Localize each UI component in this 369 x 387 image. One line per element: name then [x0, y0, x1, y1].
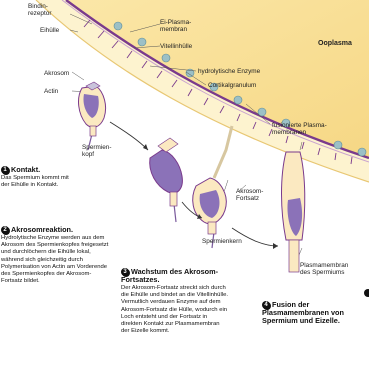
- label-hydrolytic-enzymes: hydrolytische Enzyme: [198, 68, 260, 75]
- label-acrosome: Akrosom: [44, 70, 69, 77]
- sperm-1: [79, 82, 106, 150]
- label-vitelline-envelope: Vitellinhülle: [160, 43, 192, 50]
- step-2-title: Akrosomreaktion.: [11, 225, 73, 234]
- transition-arrows: [110, 122, 278, 246]
- label-sperm-nucleus: Spermienkern: [202, 238, 242, 245]
- label-actin: Actin: [44, 88, 58, 95]
- step-1-text: Das Spermium kommt mit der Eihülle in Ko…: [1, 175, 77, 189]
- step-1-title: Kontakt.: [11, 165, 40, 174]
- sperm-3: [193, 126, 232, 248]
- sperm-4: [282, 152, 305, 272]
- label-cortical-granule: Cortikalgranulum: [208, 82, 256, 89]
- label-acrosomal-process: Akrosom- Fortsatz: [236, 188, 263, 202]
- sperm-2: [150, 138, 183, 222]
- step-4-title: Fusion der Plasmamembranen von Spermium …: [262, 300, 344, 325]
- step-3-text: Der Akrosom-Fortsatz streckt sich durch …: [121, 285, 229, 335]
- label-fused-membranes: fusionierte Plasma- membranen: [272, 122, 327, 136]
- label-bindin-receptor: Bindin- rezeptor: [28, 3, 51, 17]
- step-2-number: 2: [1, 226, 9, 234]
- label-ooplasm: Ooplasma: [318, 40, 352, 47]
- step-1-number: 1: [1, 166, 9, 174]
- step-3-title: Wachstum des Akrosom-Fortsatzes.: [121, 267, 218, 284]
- label-egg-plasma-membrane: Ei-Plasma- membran: [160, 19, 191, 33]
- label-sperm-plasma-membrane: Plasmamembran des Spermiums: [300, 262, 348, 276]
- label-egg-coat: Eihülle: [40, 27, 59, 34]
- label-sperm-head: Spermien- kopf: [82, 144, 111, 158]
- step-2-text: Hydrolytische Enzyme werden aus dem Akro…: [1, 235, 109, 285]
